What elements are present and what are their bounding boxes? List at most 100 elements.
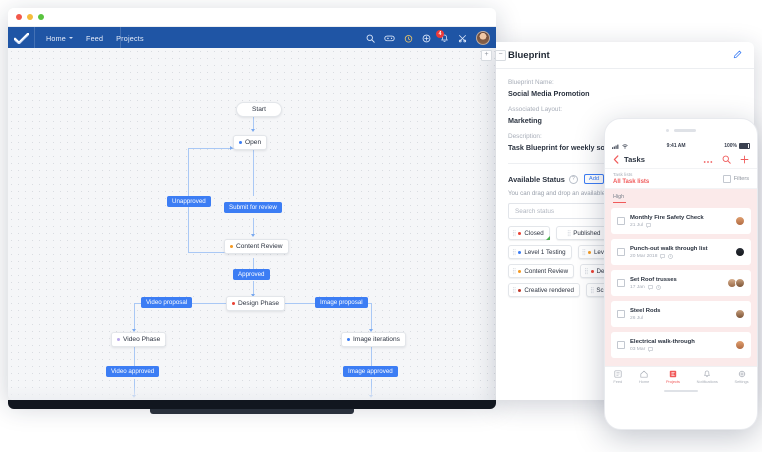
tab-home-label: Home xyxy=(638,379,650,385)
task-checkbox[interactable] xyxy=(617,279,625,288)
node-design-phase[interactable]: Design Phase xyxy=(226,296,286,311)
list-item[interactable]: Electrical walk-through 03 Mar xyxy=(611,332,751,359)
timer-icon[interactable] xyxy=(404,34,413,43)
status-bar-right: 100% xyxy=(724,142,750,150)
tab-notifications[interactable]: Notifications xyxy=(697,370,718,384)
status-chip[interactable]: ⣿Closed xyxy=(508,226,550,240)
task-list[interactable]: High Monthly Fire Safety Check 21 Jul Pu… xyxy=(605,189,757,366)
status-chip[interactable]: ⣿Creative rendered xyxy=(508,283,580,297)
transition-approved[interactable]: Approved xyxy=(233,269,270,280)
close-window-button[interactable] xyxy=(16,14,22,20)
available-status-title: Available Status xyxy=(508,174,565,184)
task-content: Electrical walk-through 03 Mar xyxy=(630,339,730,352)
minimize-window-button[interactable] xyxy=(27,14,33,20)
task-meta: 26 Jul xyxy=(630,316,730,321)
maximize-window-button[interactable] xyxy=(38,14,44,20)
status-bullet-icon xyxy=(232,302,235,305)
task-date: 21 Jul xyxy=(630,222,644,228)
drag-handle-icon[interactable]: ⣿ xyxy=(581,249,587,256)
add-icon[interactable] xyxy=(740,151,749,169)
tab-projects[interactable]: Projects xyxy=(666,370,680,384)
user-avatar[interactable] xyxy=(476,31,490,45)
search-icon[interactable] xyxy=(366,34,375,43)
drag-handle-icon[interactable]: ⣿ xyxy=(566,230,572,237)
tab-home[interactable]: Home xyxy=(638,370,650,385)
gear-icon xyxy=(738,370,745,377)
search-icon[interactable] xyxy=(722,151,731,169)
list-item[interactable]: Punch-out walk through list 20 Mar 2018 xyxy=(611,239,751,266)
transition-submit-for-review[interactable]: Submit for review xyxy=(224,202,282,213)
list-item[interactable]: Monthly Fire Safety Check 21 Jul xyxy=(611,208,751,235)
task-avatars xyxy=(735,340,745,351)
list-item[interactable]: Set Roof trusses 17 Jan xyxy=(611,270,751,297)
more-options-icon[interactable] xyxy=(703,151,713,169)
task-title: Punch-out walk through list xyxy=(630,245,708,252)
task-meta: 20 Mar 2018 xyxy=(630,254,730,259)
status-chip[interactable]: ⣿Level 1 Testing xyxy=(508,245,572,259)
tab-settings[interactable]: Settings xyxy=(735,370,749,384)
transition-video-proposal[interactable]: Video proposal xyxy=(141,297,193,308)
avatar xyxy=(735,309,745,320)
connector-unapproved-h1 xyxy=(188,252,230,253)
home-icon xyxy=(640,370,648,378)
add-status-button[interactable]: Add xyxy=(583,174,605,184)
drag-handle-icon[interactable]: ⣿ xyxy=(512,268,517,275)
zoom-in-button[interactable]: + xyxy=(481,50,492,61)
game-controller-icon[interactable] xyxy=(384,34,395,42)
node-start[interactable]: Start xyxy=(236,102,282,117)
filters-button[interactable]: Filters xyxy=(722,174,749,183)
home-indicator xyxy=(664,390,698,392)
status-chip-label: Published xyxy=(573,229,601,237)
question-mark-icon[interactable]: ? xyxy=(568,174,578,184)
list-item[interactable]: Steel Rods 26 Jul xyxy=(611,301,751,328)
transition-image-proposal-label: Image proposal xyxy=(320,299,363,306)
phone-topbar-actions xyxy=(703,151,749,169)
status-bullet-icon xyxy=(239,141,242,144)
transition-video-approved-label: Video approved xyxy=(111,368,155,375)
status-chip[interactable]: ⣿Content Review xyxy=(508,264,575,278)
blueprint-canvas[interactable]: Start Open Unapproved Submit for review … xyxy=(8,48,496,400)
drag-handle-icon[interactable]: ⣿ xyxy=(512,287,517,294)
add-circle-icon[interactable] xyxy=(422,34,431,43)
task-checkbox[interactable] xyxy=(617,341,625,350)
node-video-phase[interactable]: Video Phase xyxy=(111,332,167,347)
drag-handle-icon[interactable]: ⣿ xyxy=(589,287,595,294)
task-date: 26 Jul xyxy=(630,315,644,321)
task-checkbox[interactable] xyxy=(617,217,625,226)
nav-item-projects[interactable]: Projects xyxy=(116,34,144,43)
transition-video-approved[interactable]: Video approved xyxy=(106,366,160,377)
clock-icon xyxy=(655,285,661,290)
tools-icon[interactable] xyxy=(458,34,467,43)
transition-unapproved[interactable]: Unapproved xyxy=(167,196,211,207)
transition-image-proposal[interactable]: Image proposal xyxy=(315,297,368,308)
node-open[interactable]: Open xyxy=(233,135,268,150)
drag-handle-icon[interactable]: ⣿ xyxy=(512,249,517,256)
notifications-bell-icon[interactable]: 4 xyxy=(436,29,449,43)
node-content-review[interactable]: Content Review xyxy=(224,239,289,254)
battery-icon xyxy=(738,142,750,150)
task-checkbox[interactable] xyxy=(617,310,625,319)
zoom-out-button[interactable]: − xyxy=(495,50,506,61)
filter-icon xyxy=(722,174,731,183)
priority-section-label: High xyxy=(613,194,625,200)
nav-item-feed[interactable]: Feed xyxy=(86,34,103,43)
avatar xyxy=(735,340,745,351)
app-logo[interactable] xyxy=(8,27,35,49)
field-label-blueprint-name: Blueprint Name: xyxy=(508,79,554,86)
nav-item-home[interactable]: Home xyxy=(46,34,73,43)
drag-handle-icon[interactable]: ⣿ xyxy=(584,268,589,275)
drag-handle-icon[interactable]: ⣿ xyxy=(512,230,517,237)
pencil-edit-icon[interactable] xyxy=(733,46,742,64)
browser-window: Home Feed Projects xyxy=(8,8,496,400)
task-checkbox[interactable] xyxy=(617,248,625,257)
transition-unapproved-label: Unapproved xyxy=(172,198,206,205)
task-meta: 17 Jan xyxy=(630,285,722,290)
task-date: 03 Mar xyxy=(630,346,646,352)
status-bar-time: 9:41 AM xyxy=(666,143,686,149)
tab-feed[interactable]: Feed xyxy=(613,370,622,384)
transition-image-approved[interactable]: Image approved xyxy=(343,366,398,377)
avatar xyxy=(735,216,745,227)
back-chevron-icon[interactable] xyxy=(613,151,619,169)
node-image-iterations[interactable]: Image iterations xyxy=(341,332,406,347)
phone-tasklist-selector[interactable]: Task lists All Task lists Filters xyxy=(605,168,757,189)
